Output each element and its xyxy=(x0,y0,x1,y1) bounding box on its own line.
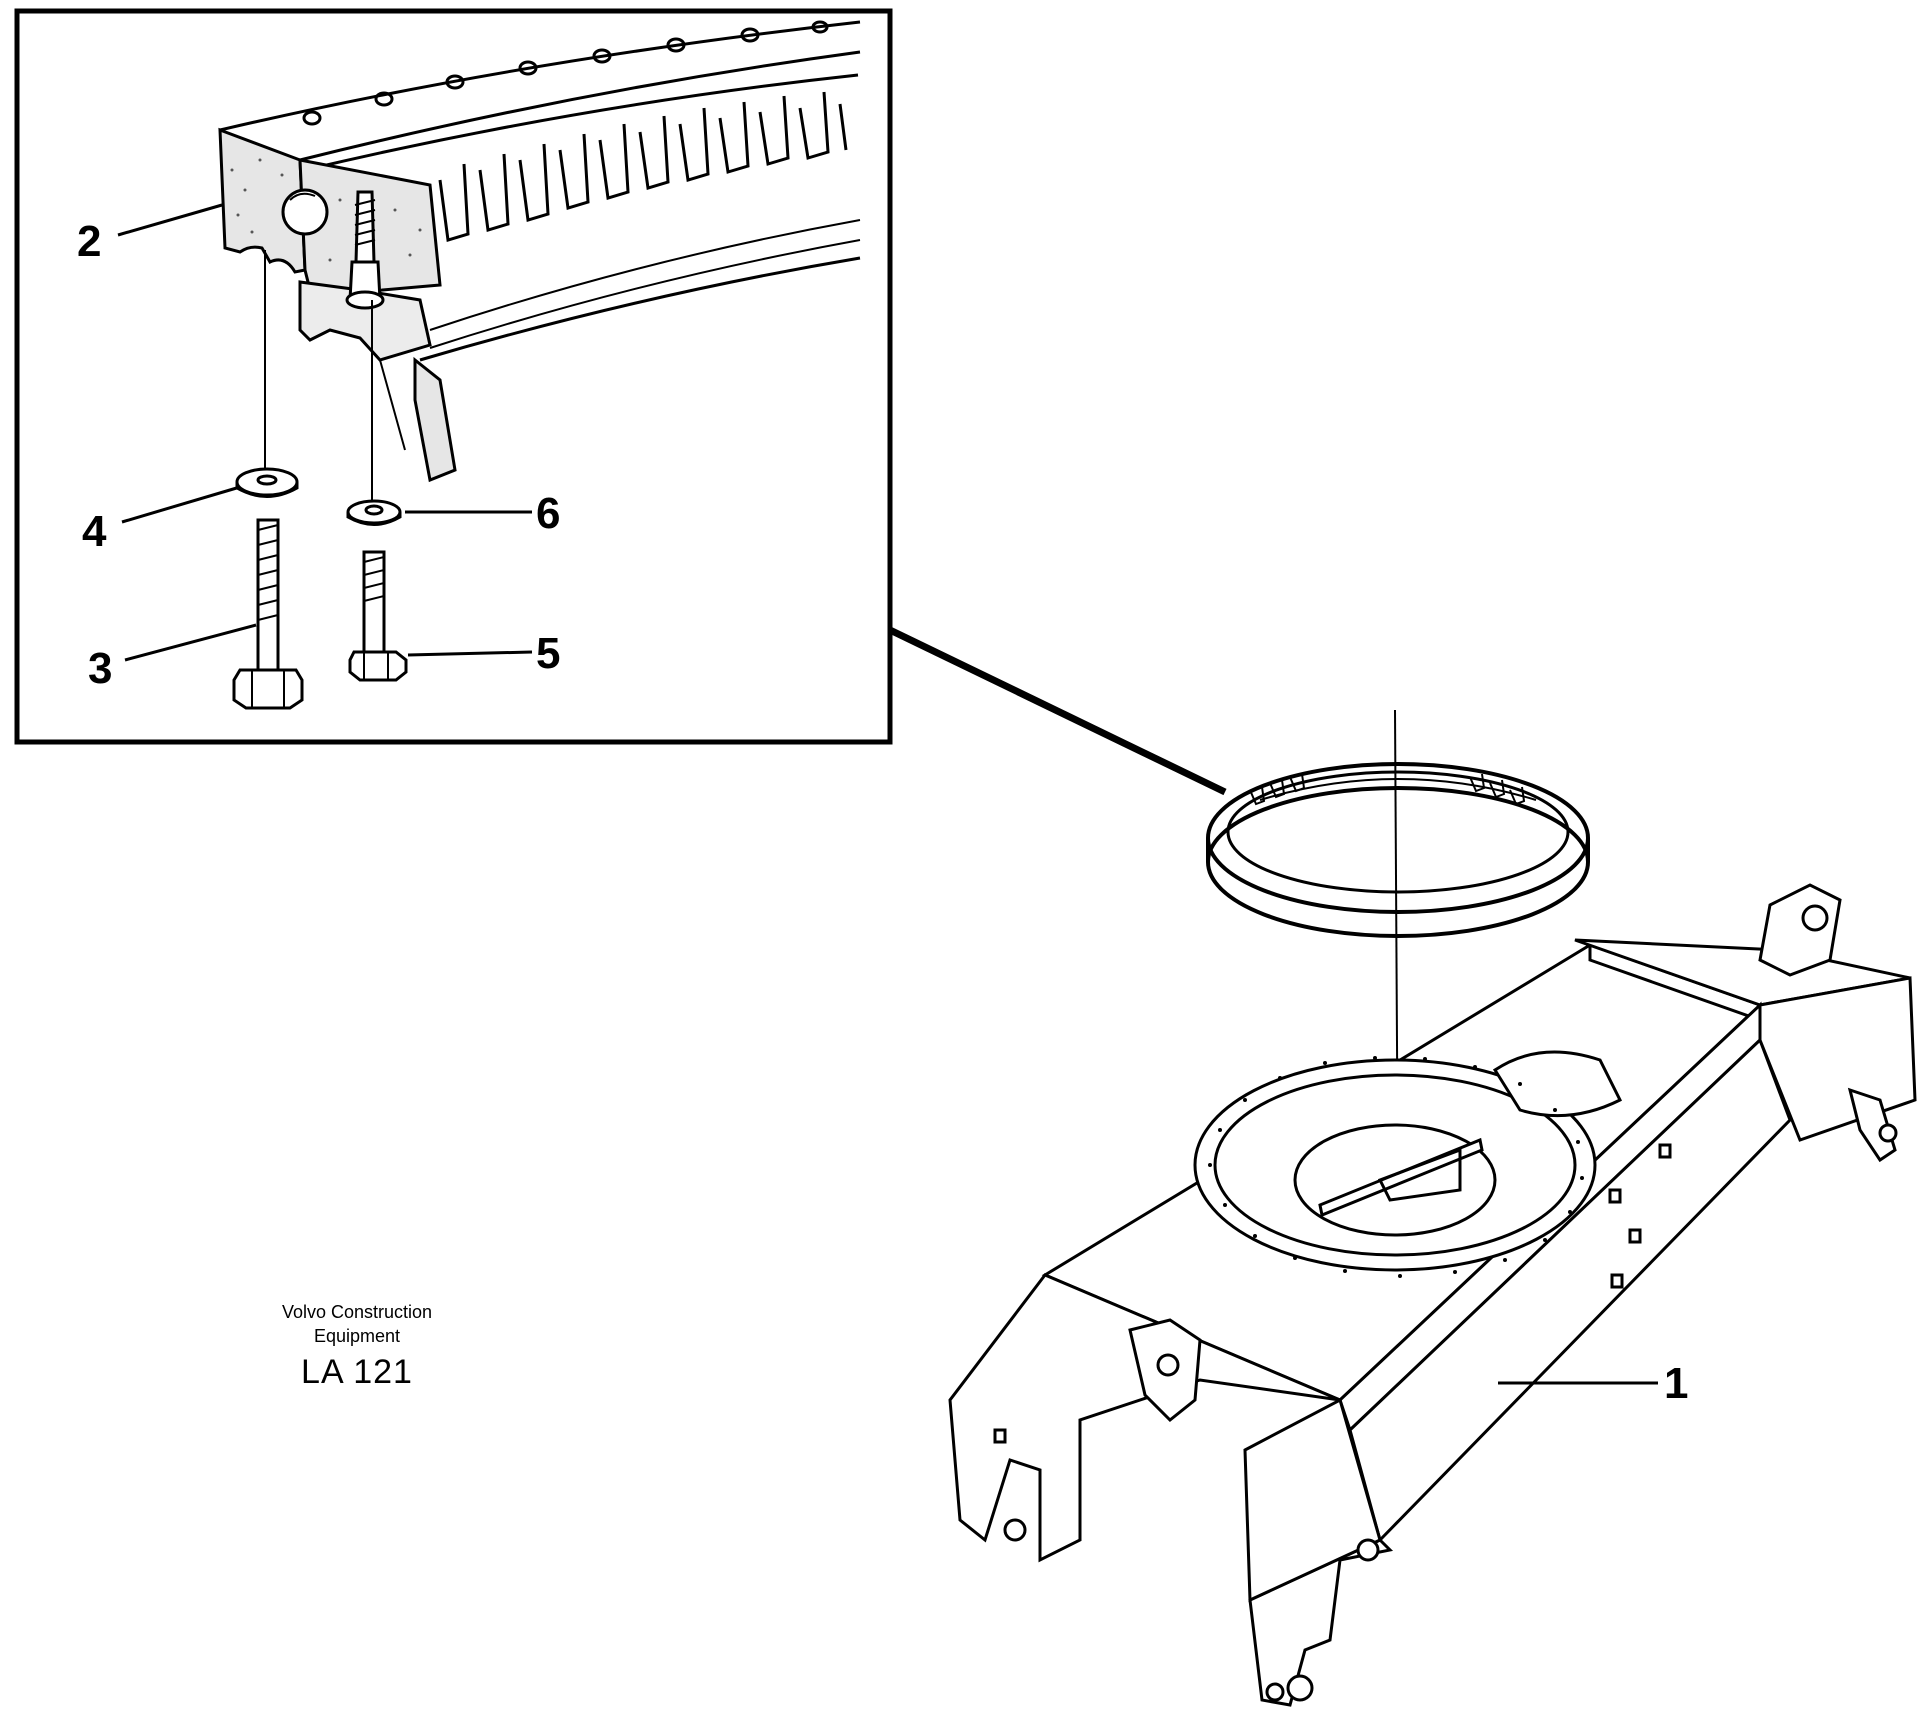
undercarriage-frame xyxy=(948,883,1917,1707)
callout-5: 5 xyxy=(536,629,560,678)
callout-1: 1 xyxy=(1664,1359,1688,1408)
slewing-ring xyxy=(1206,762,1590,938)
washer-part-4 xyxy=(235,467,299,498)
inset-leader-lines xyxy=(117,203,533,662)
callout-3: 3 xyxy=(88,644,112,693)
publisher-credit: Volvo Construction Equipment LA 121 xyxy=(232,1300,482,1391)
inset-connector-line xyxy=(888,626,1227,796)
bolt-part-3 xyxy=(232,518,304,710)
credit-line-2: Equipment xyxy=(313,1326,401,1346)
diagram-code: LA 121 xyxy=(301,1353,413,1391)
detail-inset: 2 4 3 6 5 xyxy=(14,8,893,745)
callout-6: 6 xyxy=(536,489,560,538)
inset-ring-segment xyxy=(219,20,861,362)
bolt-part-5 xyxy=(348,550,408,682)
callout-2: 2 xyxy=(77,217,101,266)
callout-4: 4 xyxy=(82,507,107,556)
inset-cross-section xyxy=(218,127,457,483)
washer-part-6 xyxy=(346,499,402,526)
credit-line-1: Volvo Construction xyxy=(281,1302,433,1322)
inset-frame xyxy=(14,8,893,745)
bearing-ball xyxy=(281,188,329,236)
